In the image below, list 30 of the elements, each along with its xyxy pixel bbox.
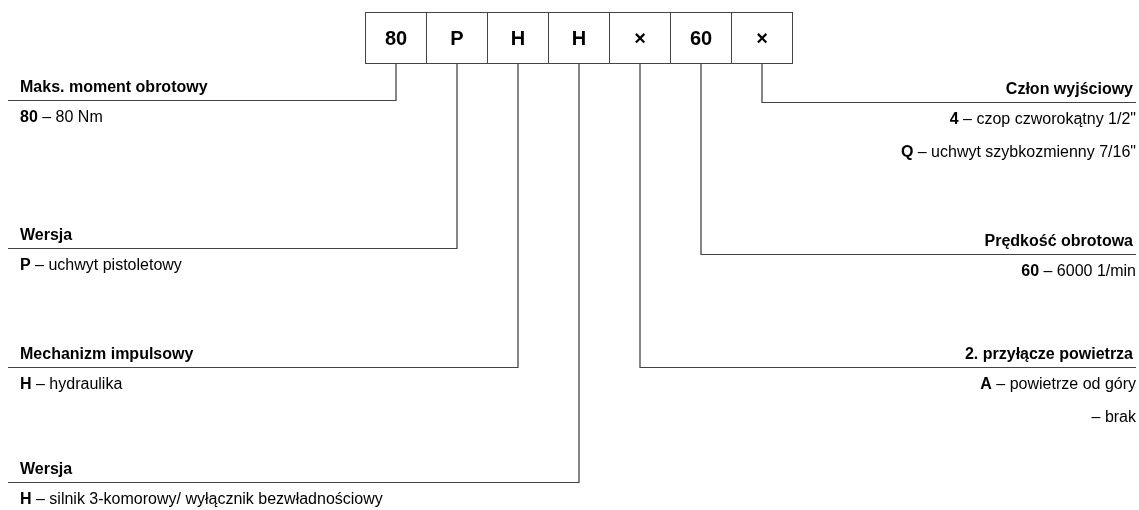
option-text: P – uchwyt pistoletowy: [20, 256, 182, 274]
leader-line: [700, 63, 702, 256]
leader-line: [456, 63, 458, 250]
option-text: A – powietrze od góry: [980, 375, 1136, 393]
option-text: 4 – czop czworokątny 1/2": [949, 110, 1136, 128]
category-heading: Człon wyjściowy: [1005, 79, 1133, 98]
leader-line: [517, 63, 519, 369]
leader-line: [761, 63, 763, 104]
category-heading: Mechanizm impulsowy: [20, 344, 194, 363]
category-heading: Maks. moment obrotowy: [20, 77, 208, 96]
category-heading: Wersja: [20, 225, 73, 244]
code-cell: ×: [731, 12, 793, 64]
option-text: Q – uchwyt szybkozmienny 7/16": [900, 143, 1136, 161]
option-text: – brak: [1091, 408, 1136, 426]
code-cell: H: [548, 12, 610, 64]
option-text: H – silnik 3-komorowy/ wyłącznik bezwładnościowy: [20, 490, 383, 508]
category-heading: Prędkość obrotowa: [984, 231, 1133, 250]
code-cell: 60: [670, 12, 732, 64]
code-cell: ×: [609, 12, 671, 64]
category-heading: 2. przyłącze powietrza: [964, 344, 1133, 363]
leader-line: [639, 63, 641, 369]
code-cell: H: [487, 12, 549, 64]
option-text: H – hydraulika: [20, 375, 123, 393]
code-cell: P: [426, 12, 488, 64]
option-text: 60 – 6000 1/min: [1021, 262, 1136, 280]
leader-line: [395, 63, 397, 102]
option-text: 80 – 80 Nm: [20, 108, 103, 126]
code-cell: 80: [365, 12, 427, 64]
leader-line: [578, 63, 580, 484]
category-heading: Wersja: [20, 459, 73, 478]
